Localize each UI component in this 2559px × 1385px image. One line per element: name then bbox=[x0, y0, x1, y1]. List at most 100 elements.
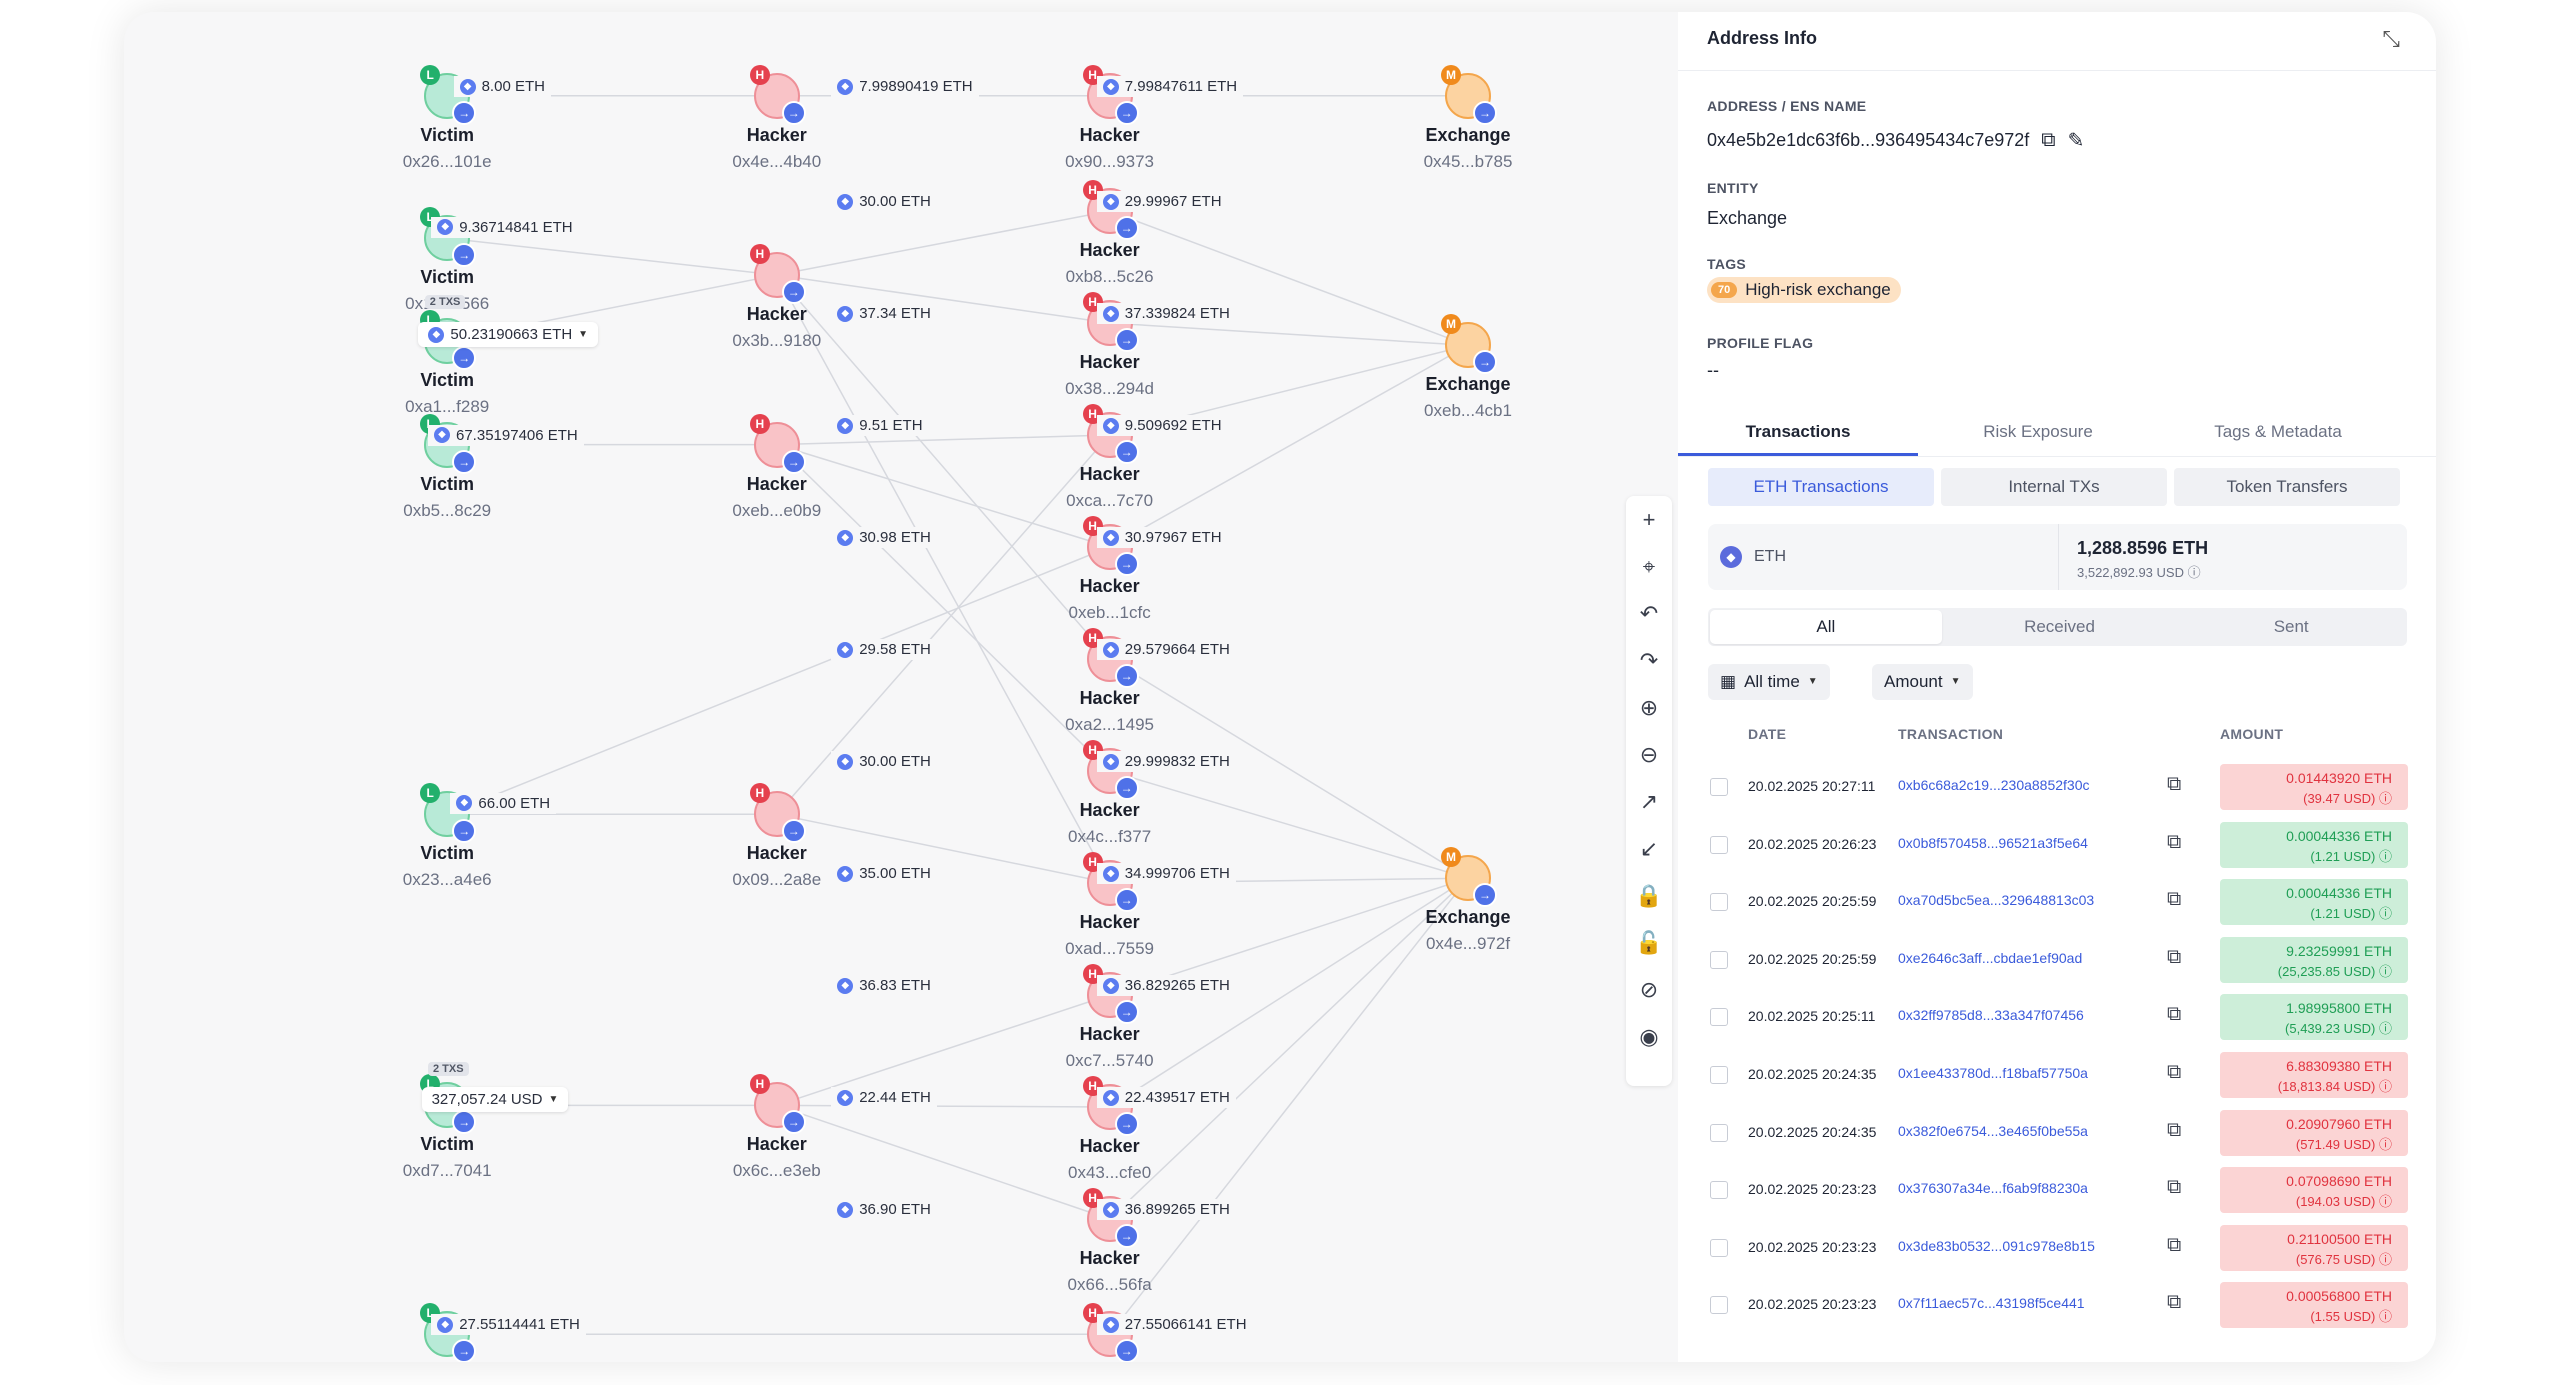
filter-sent[interactable]: Sent bbox=[2273, 617, 2309, 636]
info-icon[interactable]: ⓘ bbox=[2378, 1309, 2392, 1325]
info-icon[interactable]: ⓘ bbox=[2378, 1136, 2392, 1152]
tx-hash-link[interactable]: 0x382f0e6754...3e465f0be55a bbox=[1898, 1122, 2088, 1139]
info-icon[interactable]: ⓘ bbox=[2378, 1079, 2392, 1094]
copy-icon[interactable]: ⧉ bbox=[2167, 773, 2182, 795]
amount-filter-dropdown[interactable]: Amount ▼ bbox=[1872, 664, 1973, 700]
copy-icon[interactable]: ⧉ bbox=[2167, 830, 2182, 853]
col-date: DATE bbox=[1748, 726, 1787, 742]
filter-all[interactable]: All bbox=[1710, 610, 1942, 644]
info-icon[interactable]: ⓘ bbox=[2378, 1194, 2392, 1210]
tx-amount-usd: (1.21 USD) ⓘ bbox=[2220, 903, 2392, 922]
tx-hash-link[interactable]: 0x3de83b0532...091c978e8b15 bbox=[1898, 1237, 2095, 1254]
expand-icon[interactable]: ↗ bbox=[1639, 788, 1659, 814]
info-icon[interactable]: ⓘ bbox=[2378, 1021, 2392, 1037]
subtab-internal-txs[interactable]: Internal TXs bbox=[1941, 468, 2167, 506]
tab-tags-metadata[interactable]: Tags & Metadata bbox=[2214, 422, 2342, 441]
copy-icon[interactable]: ⧉ bbox=[2167, 1061, 2182, 1083]
row-checkbox[interactable] bbox=[1710, 1066, 1728, 1084]
copy-icon[interactable]: ⧉ bbox=[2167, 1291, 2182, 1314]
locate-icon[interactable]: ⌖ bbox=[1642, 553, 1656, 579]
tx-date: 20.02.2025 20:27:11 bbox=[1748, 778, 1876, 794]
row-checkbox[interactable] bbox=[1710, 950, 1728, 969]
arrow-right-icon: → bbox=[452, 819, 477, 844]
tx-usd-value: (39.47 USD) bbox=[2303, 791, 2376, 806]
row-checkbox[interactable] bbox=[1710, 1238, 1728, 1257]
tab-risk-exposure[interactable]: Risk Exposure bbox=[1983, 422, 2093, 441]
row-checkbox[interactable] bbox=[1710, 778, 1728, 796]
copy-icon[interactable]: ⧉ bbox=[2041, 129, 2056, 151]
info-icon[interactable]: ⓘ bbox=[2378, 848, 2392, 864]
unlock-icon[interactable]: 🔓 bbox=[1635, 929, 1663, 955]
tab-transactions[interactable]: Transactions bbox=[1678, 410, 1918, 456]
info-icon[interactable]: ⓘ bbox=[2187, 565, 2201, 580]
copy-icon[interactable]: ⧉ bbox=[2167, 1003, 2182, 1026]
edge-amount: 50.23190663 ETH bbox=[450, 326, 573, 344]
info-icon[interactable]: ⓘ bbox=[2378, 963, 2392, 979]
redo-icon[interactable]: ↷ bbox=[1639, 647, 1659, 673]
graph-toolbar: + ⌖ ↶ ↷ ⊕ ⊖ ↗ ↙ 🔒 🔓 ⊘ ◉ bbox=[1626, 496, 1672, 1086]
undo-icon[interactable]: ↶ bbox=[1639, 600, 1659, 626]
row-checkbox[interactable] bbox=[1710, 1296, 1728, 1315]
row-checkbox[interactable] bbox=[1710, 893, 1728, 912]
hide-icon[interactable]: ⊘ bbox=[1639, 976, 1659, 1002]
row-checkbox[interactable] bbox=[1710, 835, 1728, 854]
transaction-graph[interactable]: L→Victim0x26...101eL→Victim0x1f...6566L→… bbox=[124, 12, 1674, 1362]
entity-value: Exchange bbox=[1707, 208, 1788, 228]
tx-hash-link[interactable]: 0xe2646c3aff...cbdae1ef90ad bbox=[1898, 949, 2083, 966]
collapse-icon[interactable]: ⤡ bbox=[2382, 26, 2400, 51]
risk-tag[interactable]: 70 High-risk exchange bbox=[1707, 277, 1901, 303]
subtab-token-transfers[interactable]: Token Transfers bbox=[2174, 468, 2400, 506]
row-checkbox[interactable] bbox=[1710, 1123, 1728, 1142]
subtab-eth-transactions[interactable]: ETH Transactions bbox=[1708, 468, 1934, 506]
node-role: Hacker bbox=[746, 124, 807, 145]
tx-hash-link[interactable]: 0x376307a34e...f6ab9f88230a bbox=[1898, 1180, 2088, 1197]
filter-received[interactable]: Received bbox=[2024, 617, 2095, 636]
show-icon[interactable]: ◉ bbox=[1639, 1023, 1659, 1049]
zoom-out-icon[interactable]: ⊖ bbox=[1639, 741, 1659, 767]
info-icon[interactable]: ⓘ bbox=[2378, 906, 2392, 922]
zoom-in-icon[interactable]: ⊕ bbox=[1639, 694, 1659, 720]
eth-icon: ◆ bbox=[837, 529, 854, 546]
node-role: Hacker bbox=[1079, 576, 1140, 596]
copy-icon[interactable]: ⧉ bbox=[2167, 888, 2182, 911]
copy-icon[interactable]: ⧉ bbox=[2167, 945, 2182, 968]
copy-icon[interactable]: ⧉ bbox=[2167, 1118, 2182, 1141]
arrow-right-icon: → bbox=[1114, 888, 1139, 912]
collapse-icon[interactable]: ↙ bbox=[1639, 835, 1659, 861]
tx-hash-link[interactable]: 0x0b8f570458...96521a3f5e64 bbox=[1898, 834, 2088, 851]
edge-amount-label[interactable]: 327,057.24 USD▼ bbox=[421, 1087, 569, 1113]
copy-icon[interactable]: ⧉ bbox=[2167, 1233, 2182, 1256]
tx-hash-link[interactable]: 0xa70d5bc5ea...329648813c03 bbox=[1898, 892, 2095, 909]
info-icon[interactable]: ⓘ bbox=[2378, 791, 2392, 806]
lock-icon[interactable]: 🔒 bbox=[1635, 882, 1663, 908]
arrow-right-icon: → bbox=[452, 243, 477, 268]
balance-usd: 3,522,892.93 USD ⓘ bbox=[2077, 562, 2201, 581]
edge-amount-label[interactable]: ◆50.23190663 ETH▼ bbox=[418, 322, 599, 348]
time-filter-dropdown[interactable]: ▦ All time ▼ bbox=[1708, 664, 1830, 700]
address-info-panel: Address Info ⤡ ADDRESS / ENS NAME 0x4e5b… bbox=[1678, 12, 2436, 1362]
copy-icon[interactable]: ⧉ bbox=[2167, 1176, 2182, 1199]
edit-icon[interactable]: ✎ bbox=[2067, 130, 2085, 152]
tx-hash-link[interactable]: 0x32ff9785d8...33a347f07456 bbox=[1898, 1007, 2084, 1024]
zoom-add-icon[interactable]: + bbox=[1642, 506, 1656, 532]
tx-hash-link[interactable]: 0x1ee433780d...f18baf57750a bbox=[1898, 1065, 2088, 1081]
row-checkbox[interactable] bbox=[1710, 1181, 1728, 1200]
info-icon[interactable]: ⓘ bbox=[2378, 1251, 2392, 1267]
tx-hash-link[interactable]: 0xb6c68a2c19...230a8852f30c bbox=[1898, 777, 2090, 793]
node-address: 0x4e...972f bbox=[1425, 934, 1511, 954]
tx-hash-link[interactable]: 0x7f11aec57c...43198f5ce441 bbox=[1898, 1295, 2085, 1312]
row-checkbox[interactable] bbox=[1710, 1008, 1728, 1027]
